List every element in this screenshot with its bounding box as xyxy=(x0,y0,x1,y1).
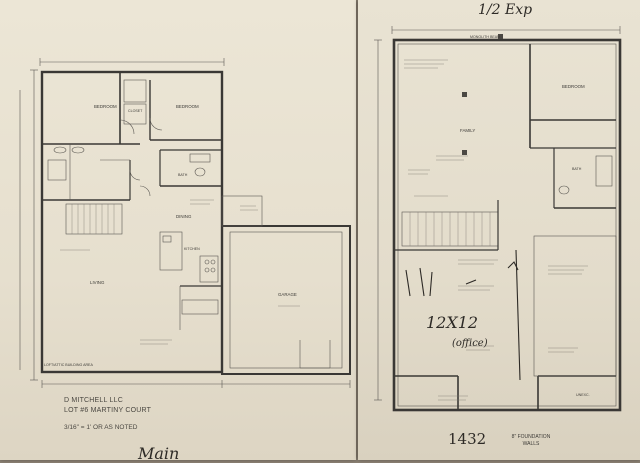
beam-note: MONOLITH BEAM xyxy=(470,35,500,39)
building-note: LOFT/ATTIC BUILDING AREA xyxy=(44,363,93,367)
room-label-family: FAMILY xyxy=(460,128,475,133)
left-blueprint-sheet: BEDROOM BEDROOM BATH CLOSET DINING KITCH… xyxy=(0,0,356,463)
room-label-bedroom-right: BEDROOM xyxy=(176,104,199,109)
handwritten-office-size: 12X12 xyxy=(426,313,478,332)
handwritten-main: Main xyxy=(138,444,180,463)
room-label-bath: BATH xyxy=(178,173,188,177)
room-label-bedroom-top: BEDROOM xyxy=(94,104,117,109)
title-company: D MITCHELL LLC xyxy=(64,397,123,404)
basement-floor-plan: FAMILY BEDROOM BATH UNEXC. MONOLITH BEAM… xyxy=(374,26,622,412)
room-label-bath-basement: BATH xyxy=(572,167,582,171)
title-lot: LOT #6 MARTINY COURT xyxy=(64,407,152,414)
room-label-garage: GARAGE xyxy=(278,292,297,297)
room-label-unexc: UNEXC. xyxy=(576,393,590,397)
right-blueprint-sheet: FAMILY BEDROOM BATH UNEXC. MONOLITH BEAM… xyxy=(358,0,640,460)
title-block: D MITCHELL LLC LOT #6 MARTINY COURT xyxy=(64,396,264,416)
scale-note: 3/16" = 1' OR AS NOTED xyxy=(64,424,138,431)
handwritten-half-exposure: 1/2 Exp xyxy=(478,2,533,18)
main-floor-plan: BEDROOM BEDROOM BATH CLOSET DINING KITCH… xyxy=(19,58,351,388)
room-label-bedroom: BEDROOM xyxy=(562,84,585,89)
foundation-note: 8" FOUNDATION WALLS xyxy=(511,434,551,447)
room-label-living: LIVING xyxy=(90,280,105,285)
handwritten-office-label: (office) xyxy=(452,338,488,349)
room-label-closet: CLOSET xyxy=(128,109,143,113)
room-label-kitchen: KITCHEN xyxy=(184,247,200,251)
room-label-dining: DINING xyxy=(176,214,192,219)
handwritten-square-footage: 1432 xyxy=(448,430,487,448)
